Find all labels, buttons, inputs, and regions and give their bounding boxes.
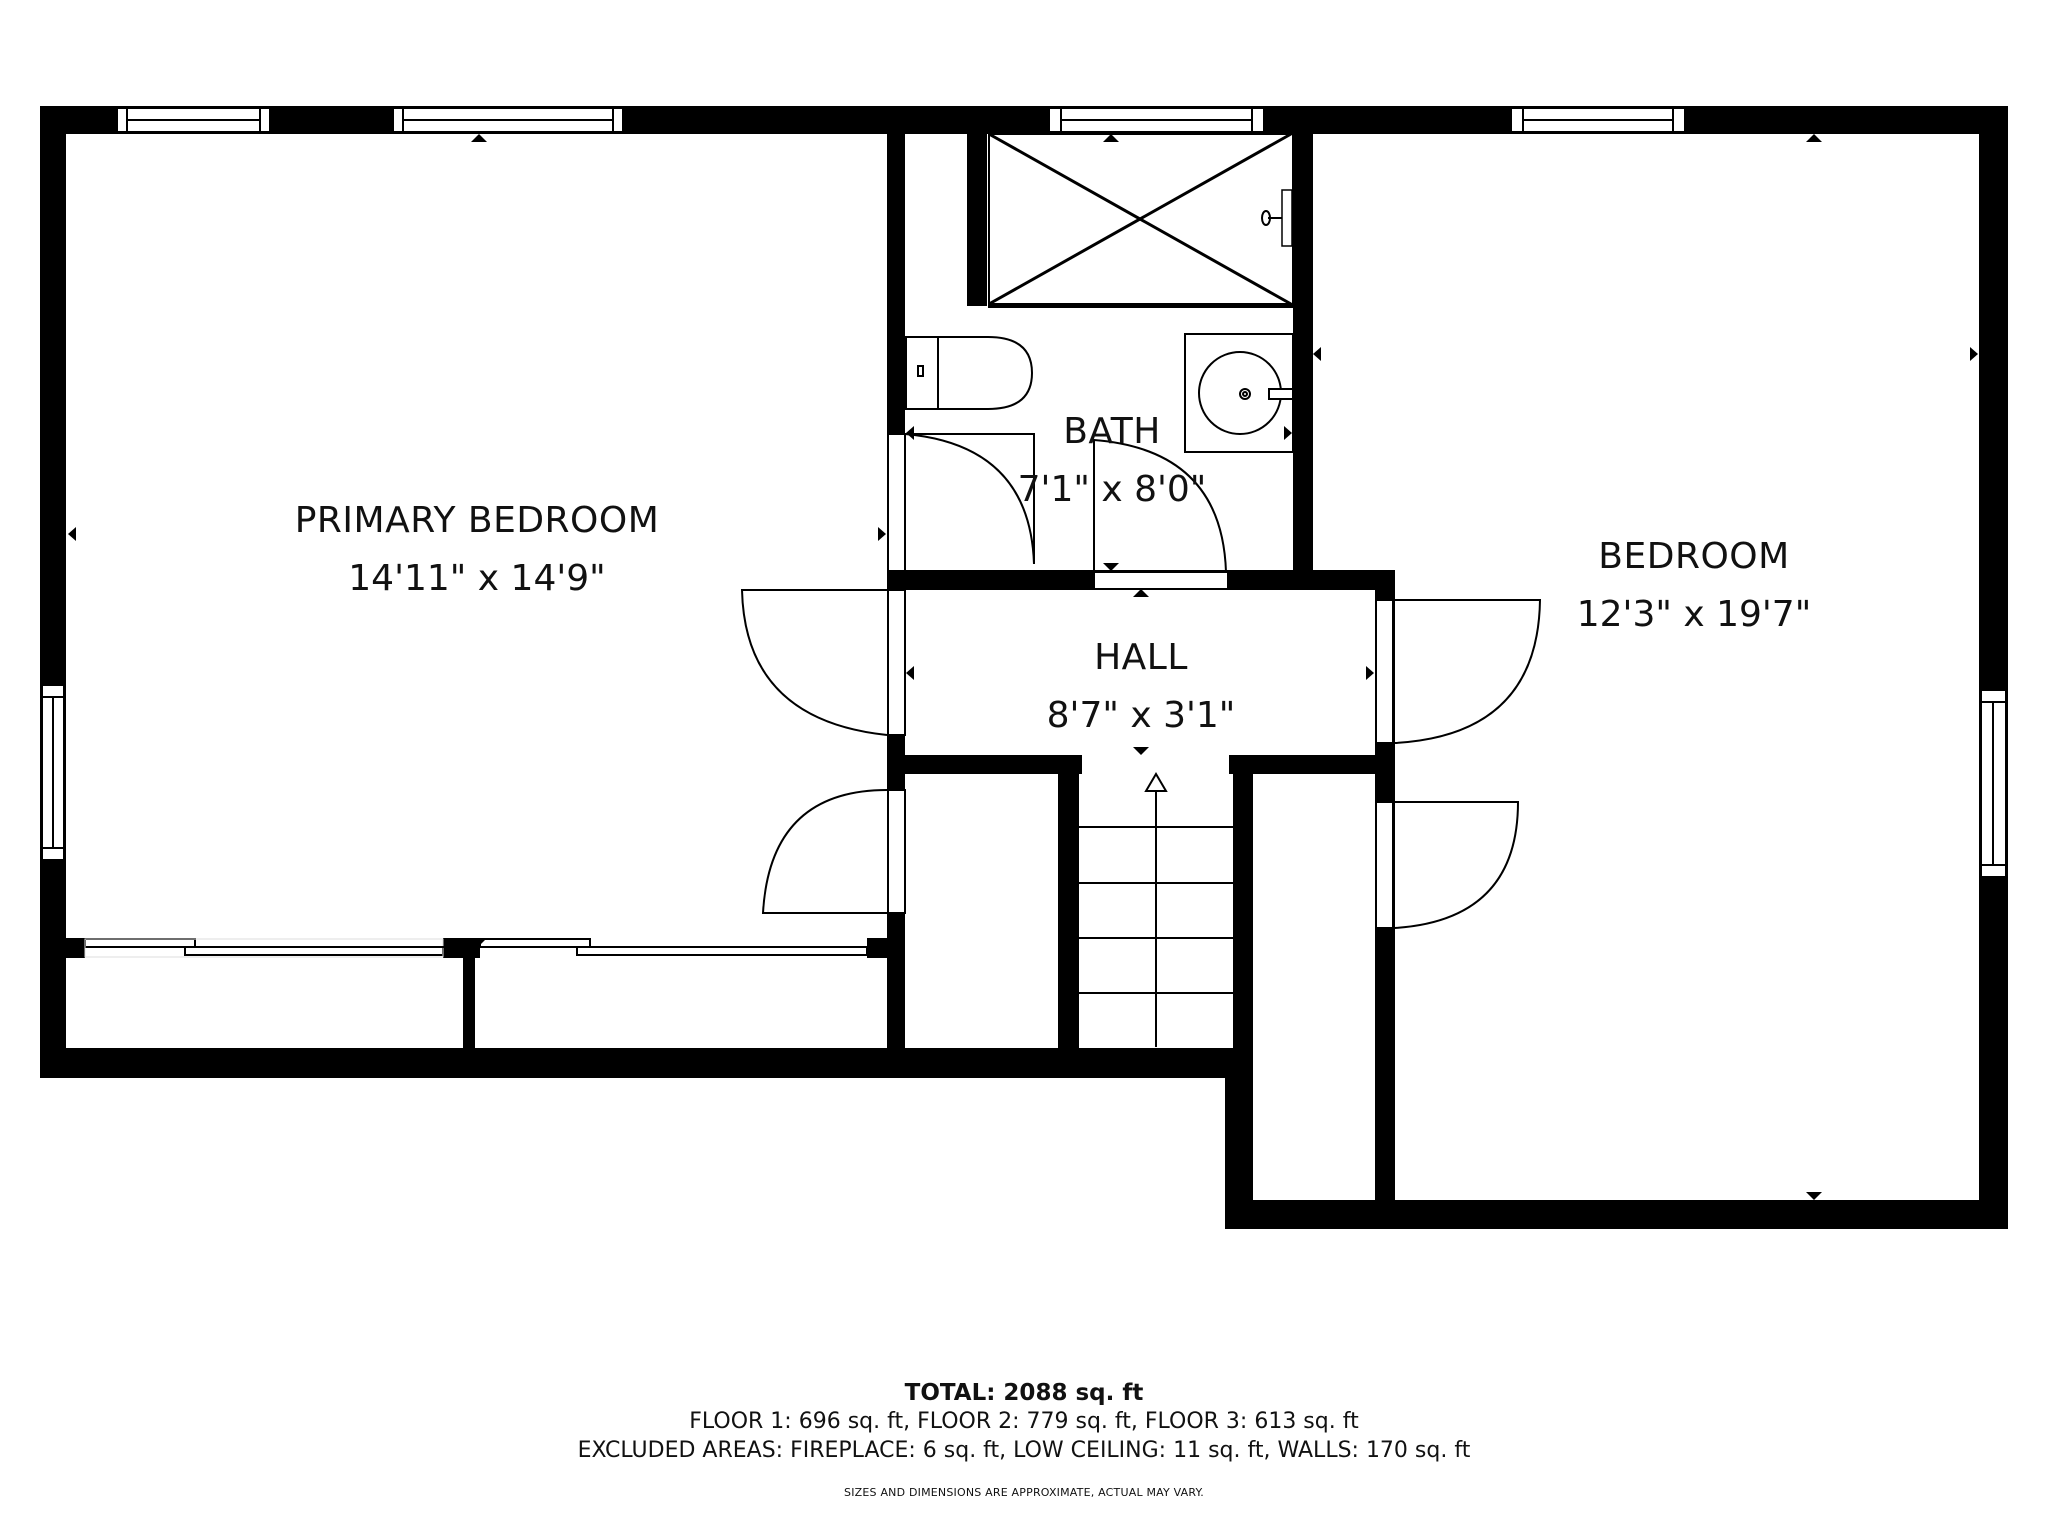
room-label-hall: HALL 8'7" x 3'1" bbox=[1047, 640, 1236, 734]
room-name: BATH bbox=[1063, 411, 1161, 452]
floor-areas: FLOOR 1: 696 sq. ft, FLOOR 2: 779 sq. ft… bbox=[689, 1409, 1359, 1434]
room-label-bath: BATH 7'1" x 8'0" bbox=[1018, 414, 1207, 508]
shower-icon bbox=[988, 132, 1294, 308]
dimension-markers bbox=[68, 134, 1978, 1200]
sink-icon bbox=[1184, 333, 1294, 453]
stairs bbox=[1079, 772, 1233, 1047]
total-area: TOTAL: 2088 sq. ft bbox=[904, 1380, 1144, 1406]
windows bbox=[41, 107, 2007, 878]
toilet-icon bbox=[905, 336, 1034, 410]
room-dimensions: 14'11" x 14'9" bbox=[348, 558, 606, 599]
room-dimensions: 8'7" x 3'1" bbox=[1046, 695, 1236, 736]
sliding-closet-doors bbox=[84, 938, 868, 958]
room-name: BEDROOM bbox=[1598, 536, 1790, 577]
room-dimensions: 7'1" x 8'0" bbox=[1017, 469, 1207, 510]
room-dimensions: 12'3" x 19'7" bbox=[1576, 594, 1812, 635]
room-name: HALL bbox=[1094, 637, 1188, 678]
room-name: PRIMARY BEDROOM bbox=[294, 500, 660, 541]
walls bbox=[40, 106, 2008, 1229]
excluded-areas: EXCLUDED AREAS: FIREPLACE: 6 sq. ft, LOW… bbox=[577, 1438, 1471, 1463]
door-openings bbox=[887, 433, 1394, 929]
door-swings bbox=[740, 433, 1542, 929]
room-label-bedroom: BEDROOM 12'3" x 19'7" bbox=[1577, 539, 1812, 633]
room-label-primary-bedroom: PRIMARY BEDROOM 14'11" x 14'9" bbox=[295, 503, 660, 597]
disclaimer: SIZES AND DIMENSIONS ARE APPROXIMATE, AC… bbox=[844, 1486, 1204, 1499]
stairs-up-arrow-icon bbox=[1144, 772, 1168, 792]
